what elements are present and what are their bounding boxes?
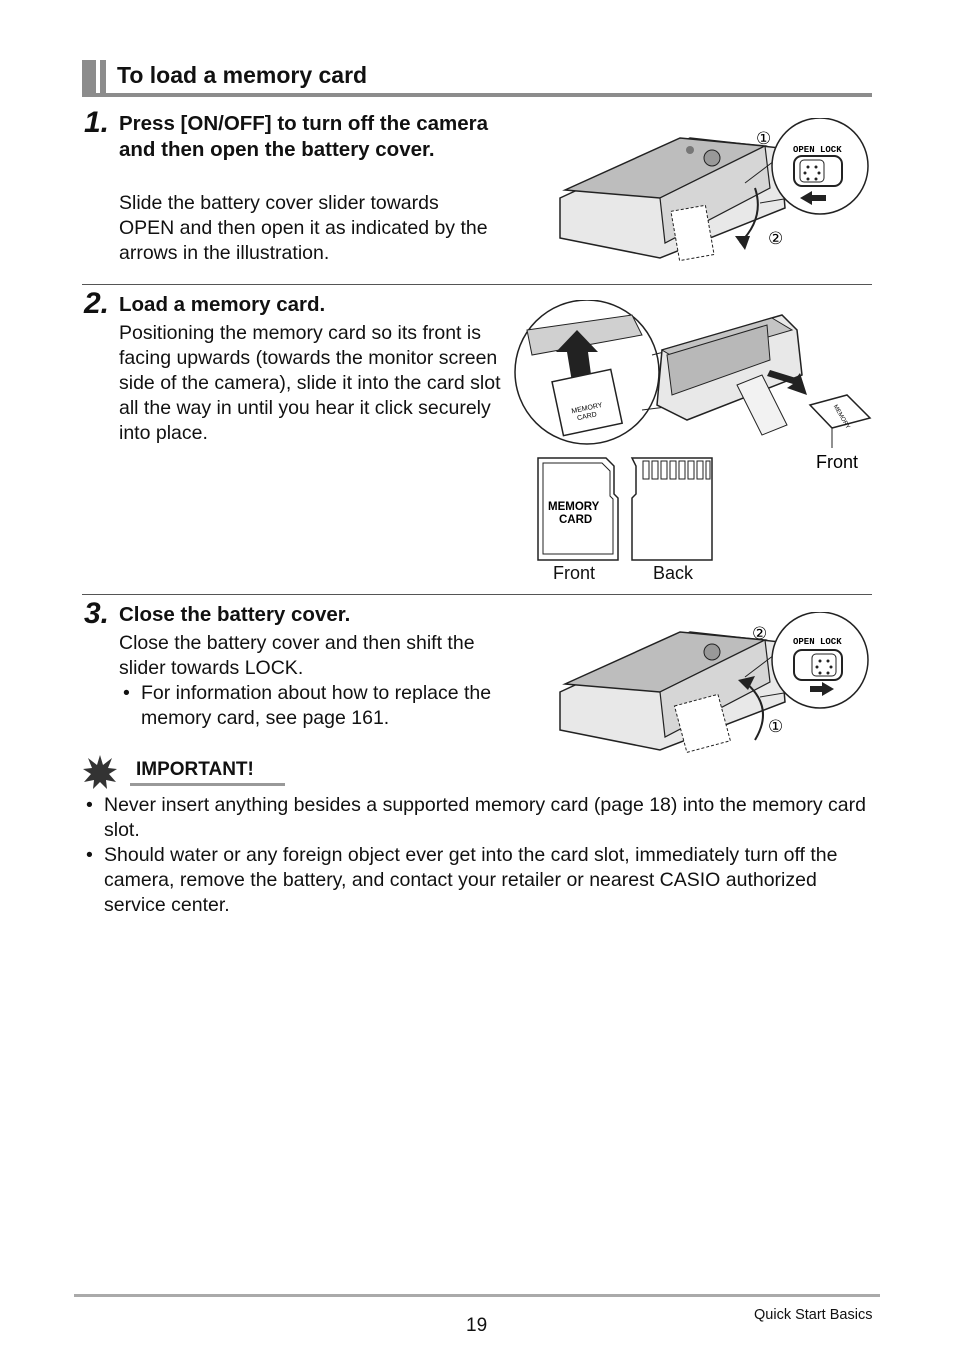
section-title: To load a memory card: [117, 62, 368, 88]
callout-2b: ②: [752, 624, 767, 643]
divider-2: [82, 594, 872, 595]
important-label: IMPORTANT!: [136, 759, 254, 780]
svg-text:CARD: CARD: [577, 411, 598, 422]
section-marker: [82, 60, 112, 96]
step-2-body: Positioning the memory card so its front…: [119, 322, 501, 444]
card-back-label: Back: [653, 563, 694, 583]
footer-rule: [74, 1294, 880, 1297]
svg-text:MEMORY: MEMORY: [548, 501, 600, 513]
important-burst-icon: [83, 755, 117, 789]
important-bullet-1: Never insert anything besides a supporte…: [82, 793, 872, 843]
svg-text:CARD: CARD: [559, 514, 592, 526]
important-bullet-2: Should water or any foreign object ever …: [82, 843, 872, 918]
card-front-label: Front: [553, 563, 596, 583]
page-number: 19: [466, 1315, 488, 1336]
callout-1: ①: [756, 129, 771, 148]
footer-section-name: Quick Start Basics: [754, 1307, 873, 1323]
important-rule: [130, 783, 285, 786]
step-1-heading: Press [ON/OFF] to turn off the camera an…: [119, 112, 489, 161]
slider-label: OPEN LOCK: [793, 145, 842, 155]
step-3-heading: Close the battery cover.: [119, 603, 351, 626]
step-3-number: 3.: [84, 597, 110, 630]
callout-2: ②: [768, 229, 783, 248]
step-3-bullets: For information about how to replace the…: [119, 681, 529, 731]
load-memory-card-illustration: MEMORY CARD MEMORY Front: [514, 300, 872, 472]
section-rule: [82, 93, 872, 97]
step-3-bullet: For information about how to replace the…: [119, 681, 529, 731]
step-2-heading: Load a memory card.: [119, 293, 326, 316]
slider-label-2: OPEN LOCK: [793, 637, 842, 647]
step-1-number: 1.: [84, 106, 110, 139]
divider-1: [82, 284, 872, 285]
card-front-back-illustration: MEMORY CARD: [537, 457, 713, 561]
callout-1b: ①: [768, 717, 783, 736]
step-1-body: Slide the battery cover slider towards O…: [119, 192, 488, 264]
card-callout-front: Front: [816, 452, 858, 472]
important-bullets: Never insert anything besides a supporte…: [82, 793, 872, 918]
step-3-body: Close the battery cover and then shift t…: [119, 632, 475, 679]
close-battery-cover-illustration: OPEN LOCK ② ①: [559, 612, 869, 753]
step-2-number: 2.: [84, 287, 110, 320]
open-battery-cover-illustration: OPEN LOCK ① ②: [559, 118, 869, 262]
